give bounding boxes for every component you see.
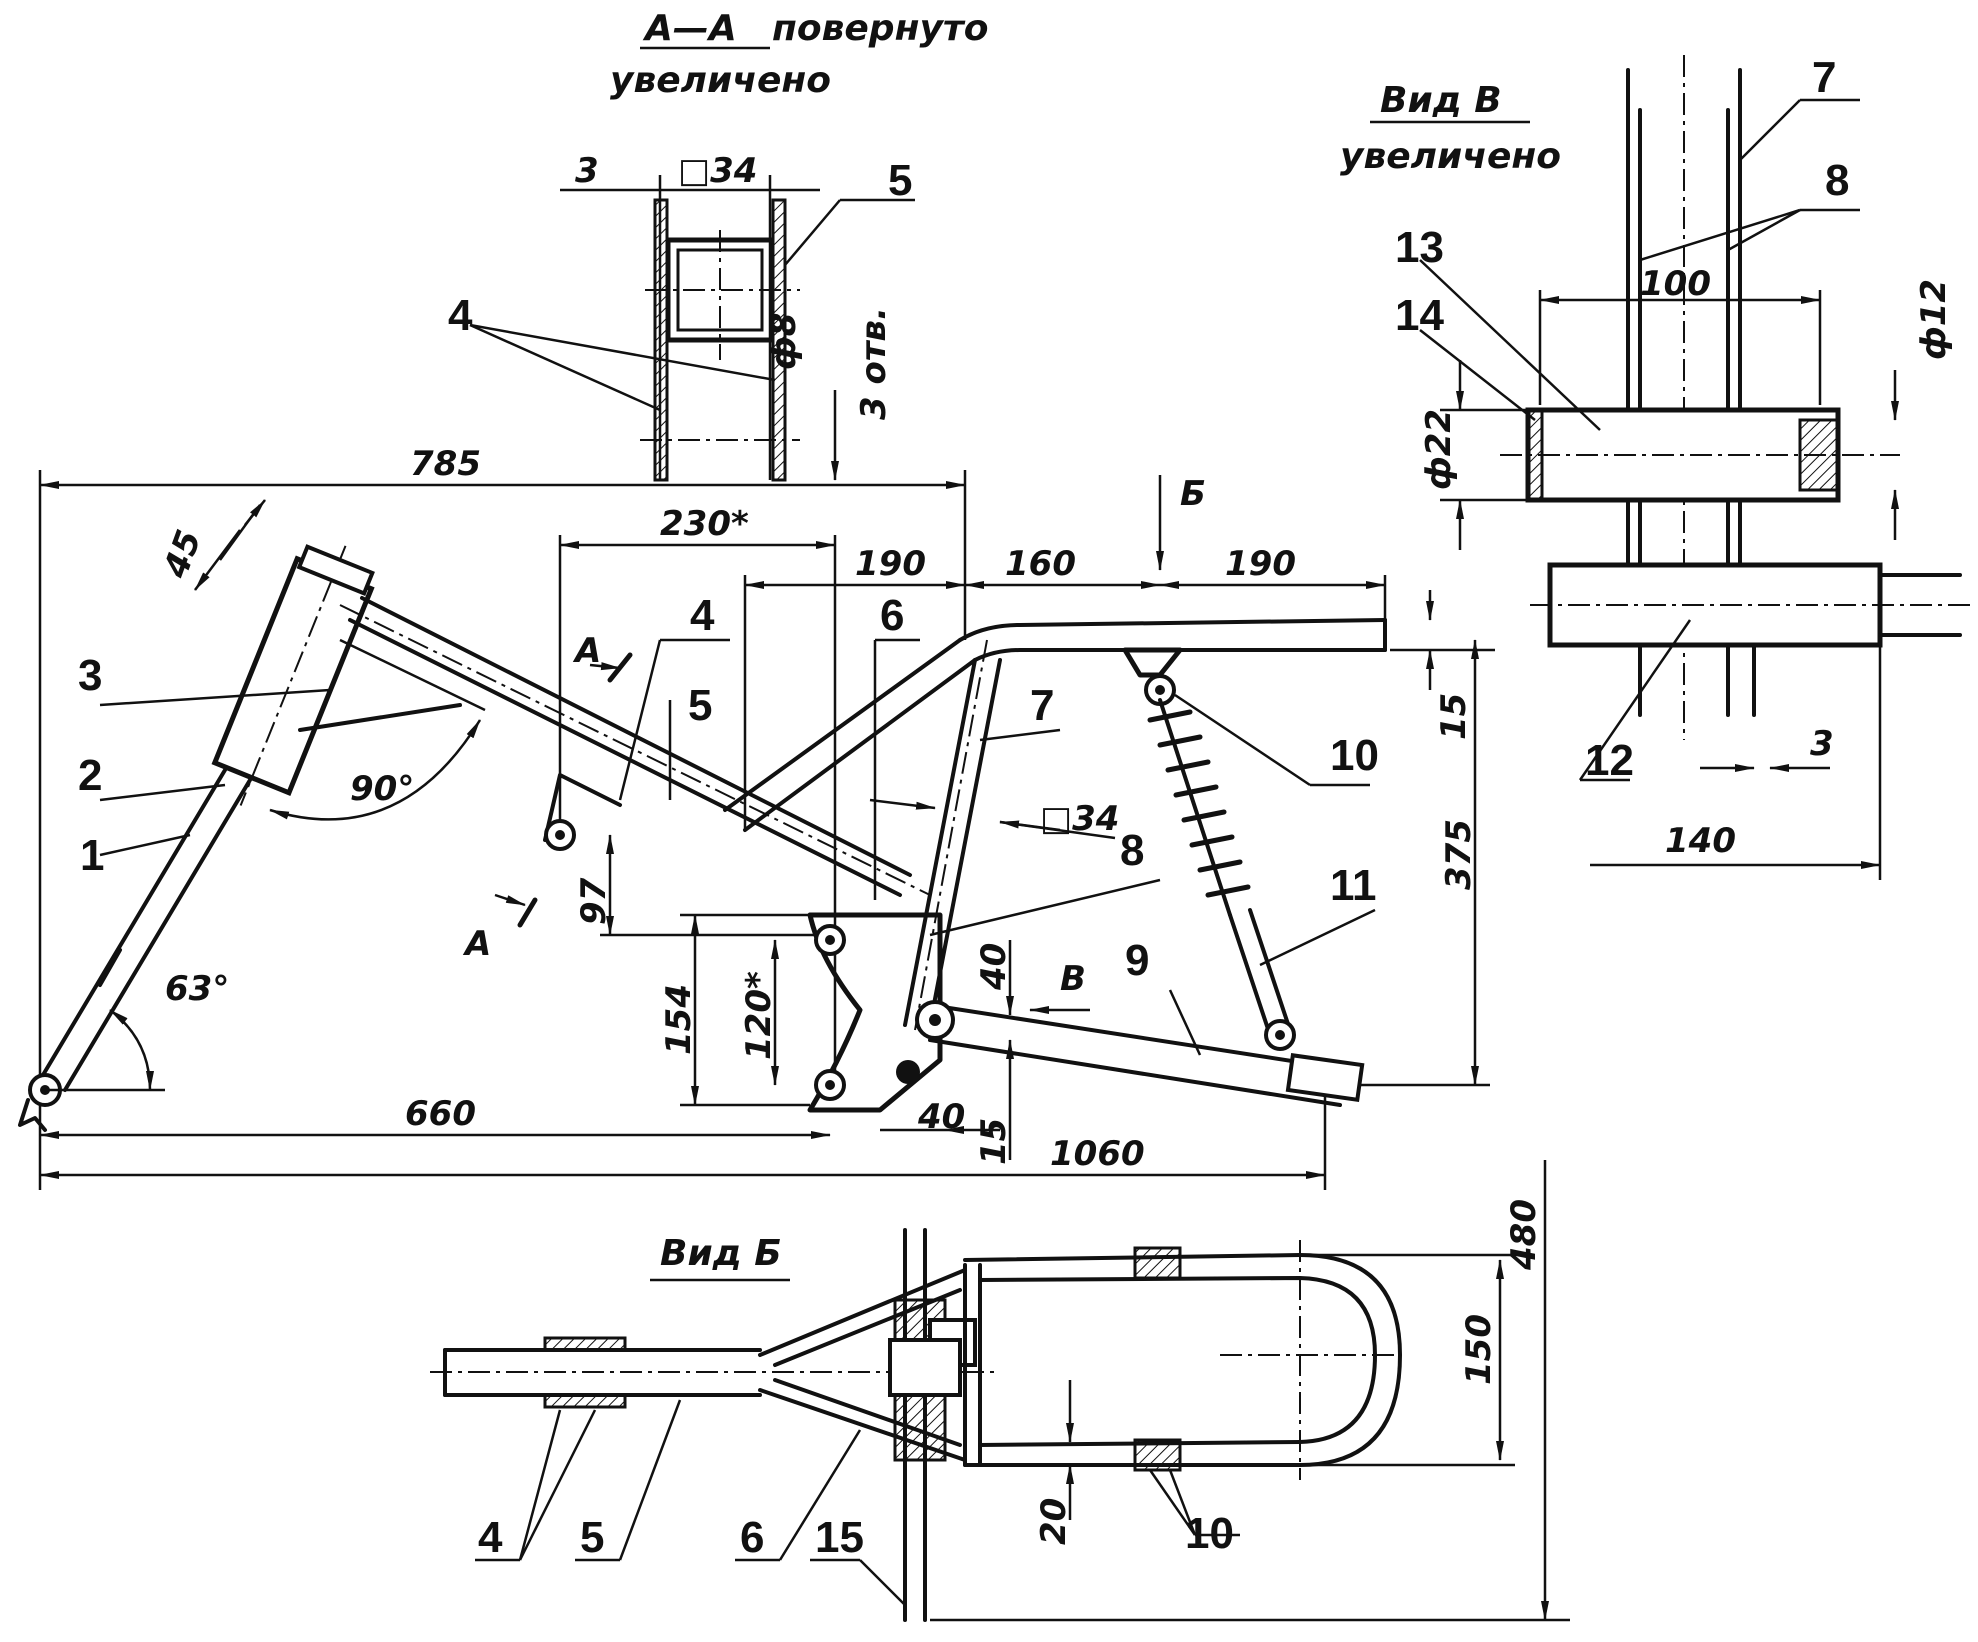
dim-230: 230* — [660, 504, 749, 544]
view-v-marker: В — [1060, 959, 1086, 999]
dim-190a: 190 — [855, 544, 926, 584]
label-10-main: 10 — [1330, 731, 1379, 780]
section-aa-dim-hole: ф8 — [764, 313, 804, 370]
view-v-label-13: 13 — [1395, 223, 1444, 272]
dim-97: 97 — [574, 877, 614, 925]
section-aa-enlarged: увеличено — [610, 60, 831, 101]
section-aa-rotated: повернуто — [772, 8, 989, 49]
section-aa-dim-wall: 3 — [575, 151, 599, 191]
dim-375: 375 — [1439, 819, 1479, 890]
label-2: 2 — [78, 751, 102, 800]
view-v-dim-140: 140 — [1665, 821, 1736, 861]
view-b: Вид Б 480 — [430, 1160, 1570, 1622]
view-b-label-5: 5 — [580, 1513, 604, 1562]
label-4: 4 — [448, 291, 473, 340]
view-v-title: Вид В — [1380, 80, 1502, 121]
dim-1060: 1060 — [1050, 1134, 1145, 1174]
label-8-main: 8 — [1120, 826, 1144, 875]
section-aa: А—А повернуто увеличено 3 □34 ф8 3 отв. … — [448, 8, 989, 482]
view-v: Вид В увеличено 100 ф12 ф — [1340, 53, 1970, 880]
label-4-main: 4 — [690, 591, 715, 640]
label-6-main: 6 — [880, 591, 904, 640]
dim-63: 63° — [165, 969, 229, 1009]
dim-154: 154 — [659, 984, 699, 1055]
section-aa-title: А—А — [642, 8, 737, 49]
view-b-label-6: 6 — [740, 1513, 764, 1562]
section-aa-dim-square: □34 — [678, 151, 757, 191]
view-b-dim-150: 150 — [1459, 1314, 1499, 1385]
dim-120: 120* — [739, 971, 779, 1060]
view-b-label-10: 10 — [1185, 1509, 1234, 1558]
view-v-dim-12: ф12 — [1914, 279, 1954, 360]
view-v-label-12: 12 — [1585, 736, 1634, 785]
main-view: 785 230* 190 160 190 Б — [18, 444, 1495, 1190]
view-b-title: Вид Б — [660, 1233, 782, 1274]
view-b-dim-20: 20 — [1034, 1498, 1074, 1545]
view-v-label-14: 14 — [1395, 291, 1444, 340]
dim-785: 785 — [410, 444, 481, 484]
dim-sq34: □34 — [1040, 799, 1119, 839]
dim-15a: 15 — [1434, 693, 1474, 740]
label-11-main: 11 — [1330, 861, 1377, 910]
view-b-label-4: 4 — [478, 1513, 503, 1562]
dim-15b: 15 — [974, 1118, 1014, 1165]
dim-40a: 40 — [974, 943, 1014, 991]
label-3: 3 — [78, 651, 102, 700]
view-v-dim-22: ф22 — [1419, 409, 1459, 490]
view-v-enlarged: увеличено — [1340, 136, 1561, 177]
section-a-bottom: А — [462, 924, 491, 964]
dim-190b: 190 — [1225, 544, 1296, 584]
dim-45: 45 — [156, 525, 210, 584]
label-1: 1 — [80, 831, 104, 880]
view-b-label-15: 15 — [815, 1513, 864, 1562]
dim-90: 90° — [350, 769, 414, 809]
label-7-main: 7 — [1030, 681, 1054, 730]
dim-660: 660 — [405, 1094, 476, 1134]
label-5-main: 5 — [688, 681, 712, 730]
view-b-dim-480: 480 — [1504, 1199, 1544, 1271]
dim-160: 160 — [1005, 544, 1076, 584]
view-b-marker: Б — [1180, 474, 1206, 514]
section-aa-dim-holes: 3 отв. — [854, 307, 894, 420]
view-v-dim-100: 100 — [1640, 264, 1711, 304]
dim-40b: 40 — [917, 1097, 965, 1137]
view-v-label-8: 8 — [1825, 156, 1849, 205]
section-a-top: А — [572, 631, 601, 671]
view-v-dim-3: 3 — [1810, 724, 1834, 764]
view-v-label-7: 7 — [1812, 53, 1836, 102]
label-9-main: 9 — [1125, 936, 1149, 985]
label-5: 5 — [888, 156, 912, 205]
